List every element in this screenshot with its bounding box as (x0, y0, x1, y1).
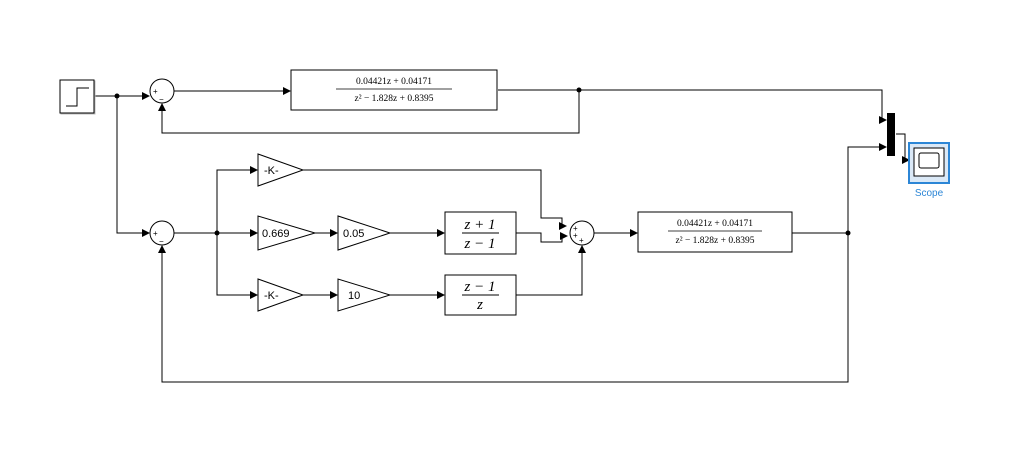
discrete-integrator-block[interactable]: z + 1 z − 1 (444, 211, 517, 255)
step-icon (66, 87, 89, 107)
gain-block-k-top[interactable]: -K- (257, 153, 305, 187)
sum-block-bottom[interactable]: + − (149, 220, 175, 246)
scope-block[interactable]: Scope (908, 142, 950, 199)
junction-dot (845, 230, 851, 236)
plant-transfer-function-top[interactable]: 0.04421z + 0.04171 z² − 1.828z + 0.8395 (290, 69, 498, 111)
gain-block-005[interactable]: 0.05 (337, 215, 392, 251)
step-block[interactable] (59, 79, 95, 114)
mux-block[interactable] (887, 113, 895, 156)
sum1-sign-b: − (159, 95, 164, 104)
sum3-sign-c: + (579, 236, 584, 245)
junction-dot (214, 230, 220, 236)
plant-top-denominator: z² − 1.828z + 0.8395 (355, 94, 434, 104)
gain-005-label: 0.05 (343, 228, 364, 240)
integrator-numerator: z + 1 (464, 217, 496, 233)
derivative-numerator: z − 1 (464, 279, 496, 295)
plant-bottom-numerator: 0.04421z + 0.04171 (677, 219, 753, 229)
sum3-sign-b: + (573, 231, 578, 240)
junction-dot (576, 87, 582, 93)
scope-label: Scope (915, 188, 944, 199)
sum1-sign-a: + (153, 87, 158, 96)
gain-block-10[interactable]: 10 (337, 278, 392, 312)
gain-block-k-bottom[interactable]: -K- (257, 278, 305, 312)
plant-top-numerator: 0.04421z + 0.04171 (356, 77, 432, 87)
gain-block-0669[interactable]: 0.669 (257, 215, 317, 251)
signal-lines (94, 87, 910, 383)
plant-bottom-denominator: z² − 1.828z + 0.8395 (676, 236, 755, 246)
gain-k-bottom-label: -K- (264, 290, 279, 302)
sum-block-pid[interactable]: + + + (569, 220, 595, 246)
derivative-denominator: z (476, 297, 483, 313)
sum2-sign-a: + (153, 229, 158, 238)
gain-k-top-label: -K- (264, 165, 279, 177)
sum2-sign-b: − (159, 237, 164, 246)
sum-block-top[interactable]: + − (149, 78, 175, 104)
sum3-sign-a: + (573, 224, 578, 233)
gain-10-label: 10 (348, 290, 360, 302)
discrete-derivative-block[interactable]: z − 1 z (444, 274, 517, 316)
junction-dot (114, 93, 120, 99)
scope-icon (918, 152, 940, 169)
integrator-denominator: z − 1 (464, 236, 496, 252)
plant-transfer-function-bottom[interactable]: 0.04421z + 0.04171 z² − 1.828z + 0.8395 (637, 211, 793, 253)
gain-0669-label: 0.669 (262, 228, 290, 240)
